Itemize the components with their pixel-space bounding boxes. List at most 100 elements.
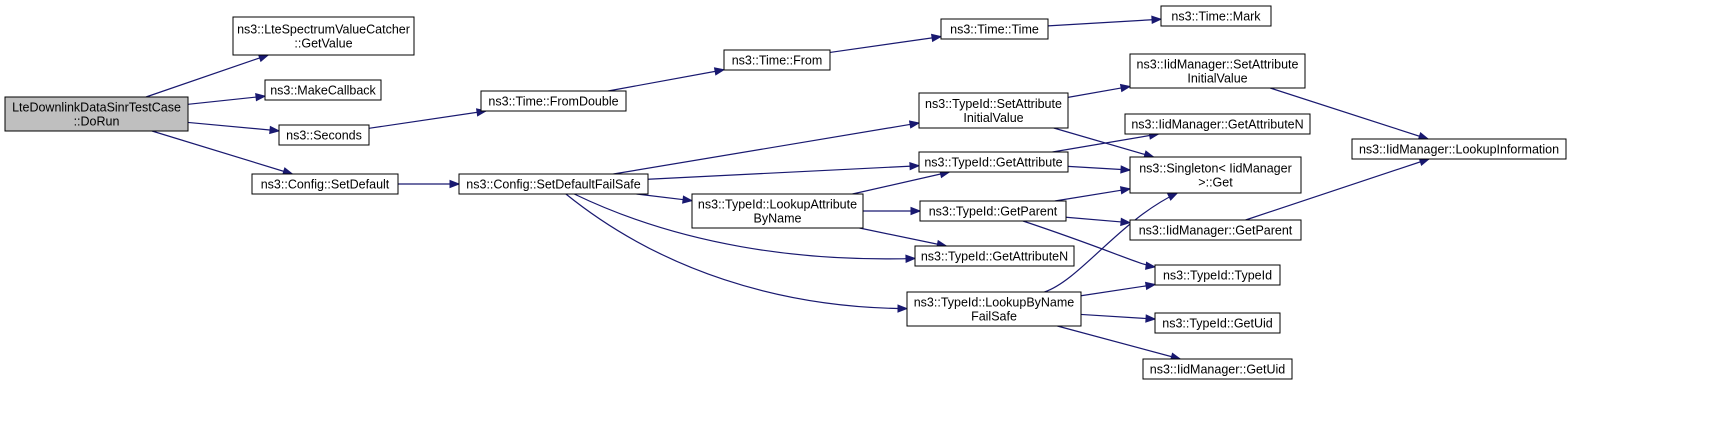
node-box bbox=[458, 173, 649, 195]
node-box bbox=[1129, 53, 1306, 89]
node-box bbox=[906, 291, 1082, 327]
node-label-line: ns3::Time::Mark bbox=[1171, 10, 1261, 24]
arrowhead bbox=[908, 120, 921, 129]
node-box bbox=[1154, 312, 1281, 334]
node-label-line: ns3::TypeId::GetAttributeN bbox=[921, 250, 1068, 264]
node-fromdouble[interactable]: ns3::Time::FromDouble bbox=[480, 90, 627, 112]
node-tid_getparent[interactable]: ns3::TypeId::GetParent bbox=[919, 200, 1067, 222]
node-setdefaultfailsafe[interactable]: ns3::Config::SetDefaultFailSafe bbox=[458, 173, 649, 195]
node-label-line: ns3::MakeCallback bbox=[270, 84, 376, 98]
node-tid_getattrn[interactable]: ns3::TypeId::GetAttributeN bbox=[914, 245, 1075, 267]
node-label-line: ns3::Config::SetDefaultFailSafe bbox=[466, 178, 640, 192]
edge-setdefault-to-setdefaultfailsafe bbox=[398, 179, 461, 189]
node-timector[interactable]: ns3::Time::Time bbox=[940, 18, 1049, 40]
arrowhead bbox=[1418, 157, 1431, 167]
arrowhead bbox=[930, 33, 943, 43]
node-tid_getuid[interactable]: ns3::TypeId::GetUid bbox=[1154, 312, 1281, 334]
edge-setdefaultfailsafe-to-tid_lookupbyname bbox=[565, 193, 909, 313]
node-iid_getparent[interactable]: ns3::IidManager::GetParent bbox=[1129, 219, 1302, 241]
node-setdefault[interactable]: ns3::Config::SetDefault bbox=[251, 173, 399, 195]
edge-setdefaultfailsafe-to-tid_lookupattr bbox=[636, 193, 694, 204]
node-label-line: ns3::TypeId::LookupAttribute bbox=[698, 198, 857, 212]
node-from[interactable]: ns3::Time::From bbox=[723, 49, 831, 71]
edge-setdefaultfailsafe-to-tid_getattribute bbox=[647, 161, 921, 180]
edge-tid_getparent-to-tid_typeid bbox=[1022, 220, 1157, 270]
node-box bbox=[1124, 113, 1311, 135]
edge-setdefaultfailsafe-to-tid_setattrinit bbox=[613, 120, 921, 175]
node-box bbox=[278, 124, 370, 146]
node-iid_setattrinit[interactable]: ns3::IidManager::SetAttributeInitialValu… bbox=[1129, 53, 1306, 89]
node-label-line: ns3::IidManager::GetAttributeN bbox=[1131, 118, 1303, 132]
node-box bbox=[4, 96, 189, 132]
edge-tid_lookupbyname-to-tid_getuid bbox=[1080, 313, 1157, 323]
node-label-line: >::Get bbox=[1198, 176, 1233, 190]
node-box bbox=[723, 49, 831, 71]
node-label-line: ns3::TypeId::GetAttribute bbox=[924, 156, 1062, 170]
node-box bbox=[1142, 358, 1293, 380]
node-box bbox=[232, 16, 415, 56]
node-label-line: ns3::Singleton< IidManager bbox=[1139, 162, 1292, 176]
arrowhead bbox=[1166, 192, 1179, 201]
node-iid_getuid[interactable]: ns3::IidManager::GetUid bbox=[1142, 358, 1293, 380]
edge-dorun-to-makecallback bbox=[187, 92, 267, 105]
node-tid_getattribute[interactable]: ns3::TypeId::GetAttribute bbox=[918, 151, 1069, 173]
node-singleton_get[interactable]: ns3::Singleton< IidManager>::Get bbox=[1129, 156, 1302, 194]
node-label-line: InitialValue bbox=[1187, 72, 1247, 86]
arrowhead bbox=[1119, 186, 1132, 195]
node-box bbox=[940, 18, 1049, 40]
edge-tid_getattribute-to-singleton_get bbox=[1067, 165, 1132, 174]
edge-tid_lookupattr-to-tid_getattribute bbox=[852, 169, 951, 195]
node-label-line: ns3::Time::Time bbox=[950, 23, 1039, 37]
node-box bbox=[918, 92, 1069, 129]
node-label-line: FailSafe bbox=[971, 310, 1017, 324]
node-label-line: ns3::LteSpectrumValueCatcher bbox=[237, 23, 410, 37]
node-box bbox=[1351, 138, 1567, 160]
edge-fromdouble-to-from bbox=[607, 67, 726, 92]
arrowhead bbox=[682, 195, 694, 204]
node-label-line: ns3::TypeId::GetUid bbox=[1162, 317, 1273, 331]
nodes-layer: LteDownlinkDataSinrTestCase::DoRun ns3::L… bbox=[4, 5, 1567, 380]
node-dorun[interactable]: LteDownlinkDataSinrTestCase::DoRun bbox=[4, 96, 189, 132]
node-box bbox=[1129, 219, 1302, 241]
arrowhead bbox=[910, 206, 922, 216]
arrowhead bbox=[255, 92, 267, 102]
node-box bbox=[1160, 5, 1272, 27]
arrowhead bbox=[269, 125, 281, 135]
edge-tid_setattrinit-to-iid_setattrinit bbox=[1067, 83, 1132, 98]
edge-dorun-to-getvalue bbox=[145, 54, 270, 98]
node-label-line: ByName bbox=[754, 212, 802, 226]
arrowhead bbox=[1145, 261, 1157, 270]
node-label-line: ns3::TypeId::GetParent bbox=[929, 205, 1058, 219]
edge-tid_getattribute-to-iid_getattrn bbox=[1052, 131, 1160, 153]
node-label-line: ns3::IidManager::SetAttribute bbox=[1137, 58, 1299, 72]
node-label-line: ns3::TypeId::SetAttribute bbox=[925, 97, 1062, 111]
edge-tid_lookupbyname-to-tid_typeid bbox=[1080, 281, 1157, 297]
node-mark[interactable]: ns3::Time::Mark bbox=[1160, 5, 1272, 27]
arrowhead bbox=[1120, 165, 1132, 174]
node-getvalue[interactable]: ns3::LteSpectrumValueCatcher::GetValue bbox=[232, 16, 415, 56]
node-label-line: InitialValue bbox=[963, 111, 1023, 125]
arrowhead bbox=[1151, 15, 1163, 25]
edge-timector-to-mark bbox=[1047, 15, 1163, 27]
arrowhead bbox=[713, 67, 726, 76]
node-label-line: ns3::TypeId::TypeId bbox=[1163, 269, 1272, 283]
node-box bbox=[480, 90, 627, 112]
node-label-line: LteDownlinkDataSinrTestCase bbox=[12, 101, 181, 115]
arrowhead bbox=[905, 254, 917, 263]
node-box bbox=[691, 193, 864, 229]
edge-tid_getparent-to-iid_getparent bbox=[1065, 216, 1132, 227]
node-label-line: ns3::Time::From bbox=[732, 54, 823, 68]
edge-dorun-to-setdefault bbox=[151, 130, 294, 176]
node-seconds[interactable]: ns3::Seconds bbox=[278, 124, 370, 146]
node-label-line: ns3::TypeId::LookupByName bbox=[914, 296, 1075, 310]
node-makecallback[interactable]: ns3::MakeCallback bbox=[264, 79, 382, 101]
node-iid_lookupinfo[interactable]: ns3::IidManager::LookupInformation bbox=[1351, 138, 1567, 160]
node-iid_getattrn[interactable]: ns3::IidManager::GetAttributeN bbox=[1124, 113, 1311, 135]
node-tid_typeid[interactable]: ns3::TypeId::TypeId bbox=[1154, 264, 1281, 286]
arrowhead bbox=[1144, 281, 1157, 291]
node-label-line: ::DoRun bbox=[74, 115, 120, 129]
